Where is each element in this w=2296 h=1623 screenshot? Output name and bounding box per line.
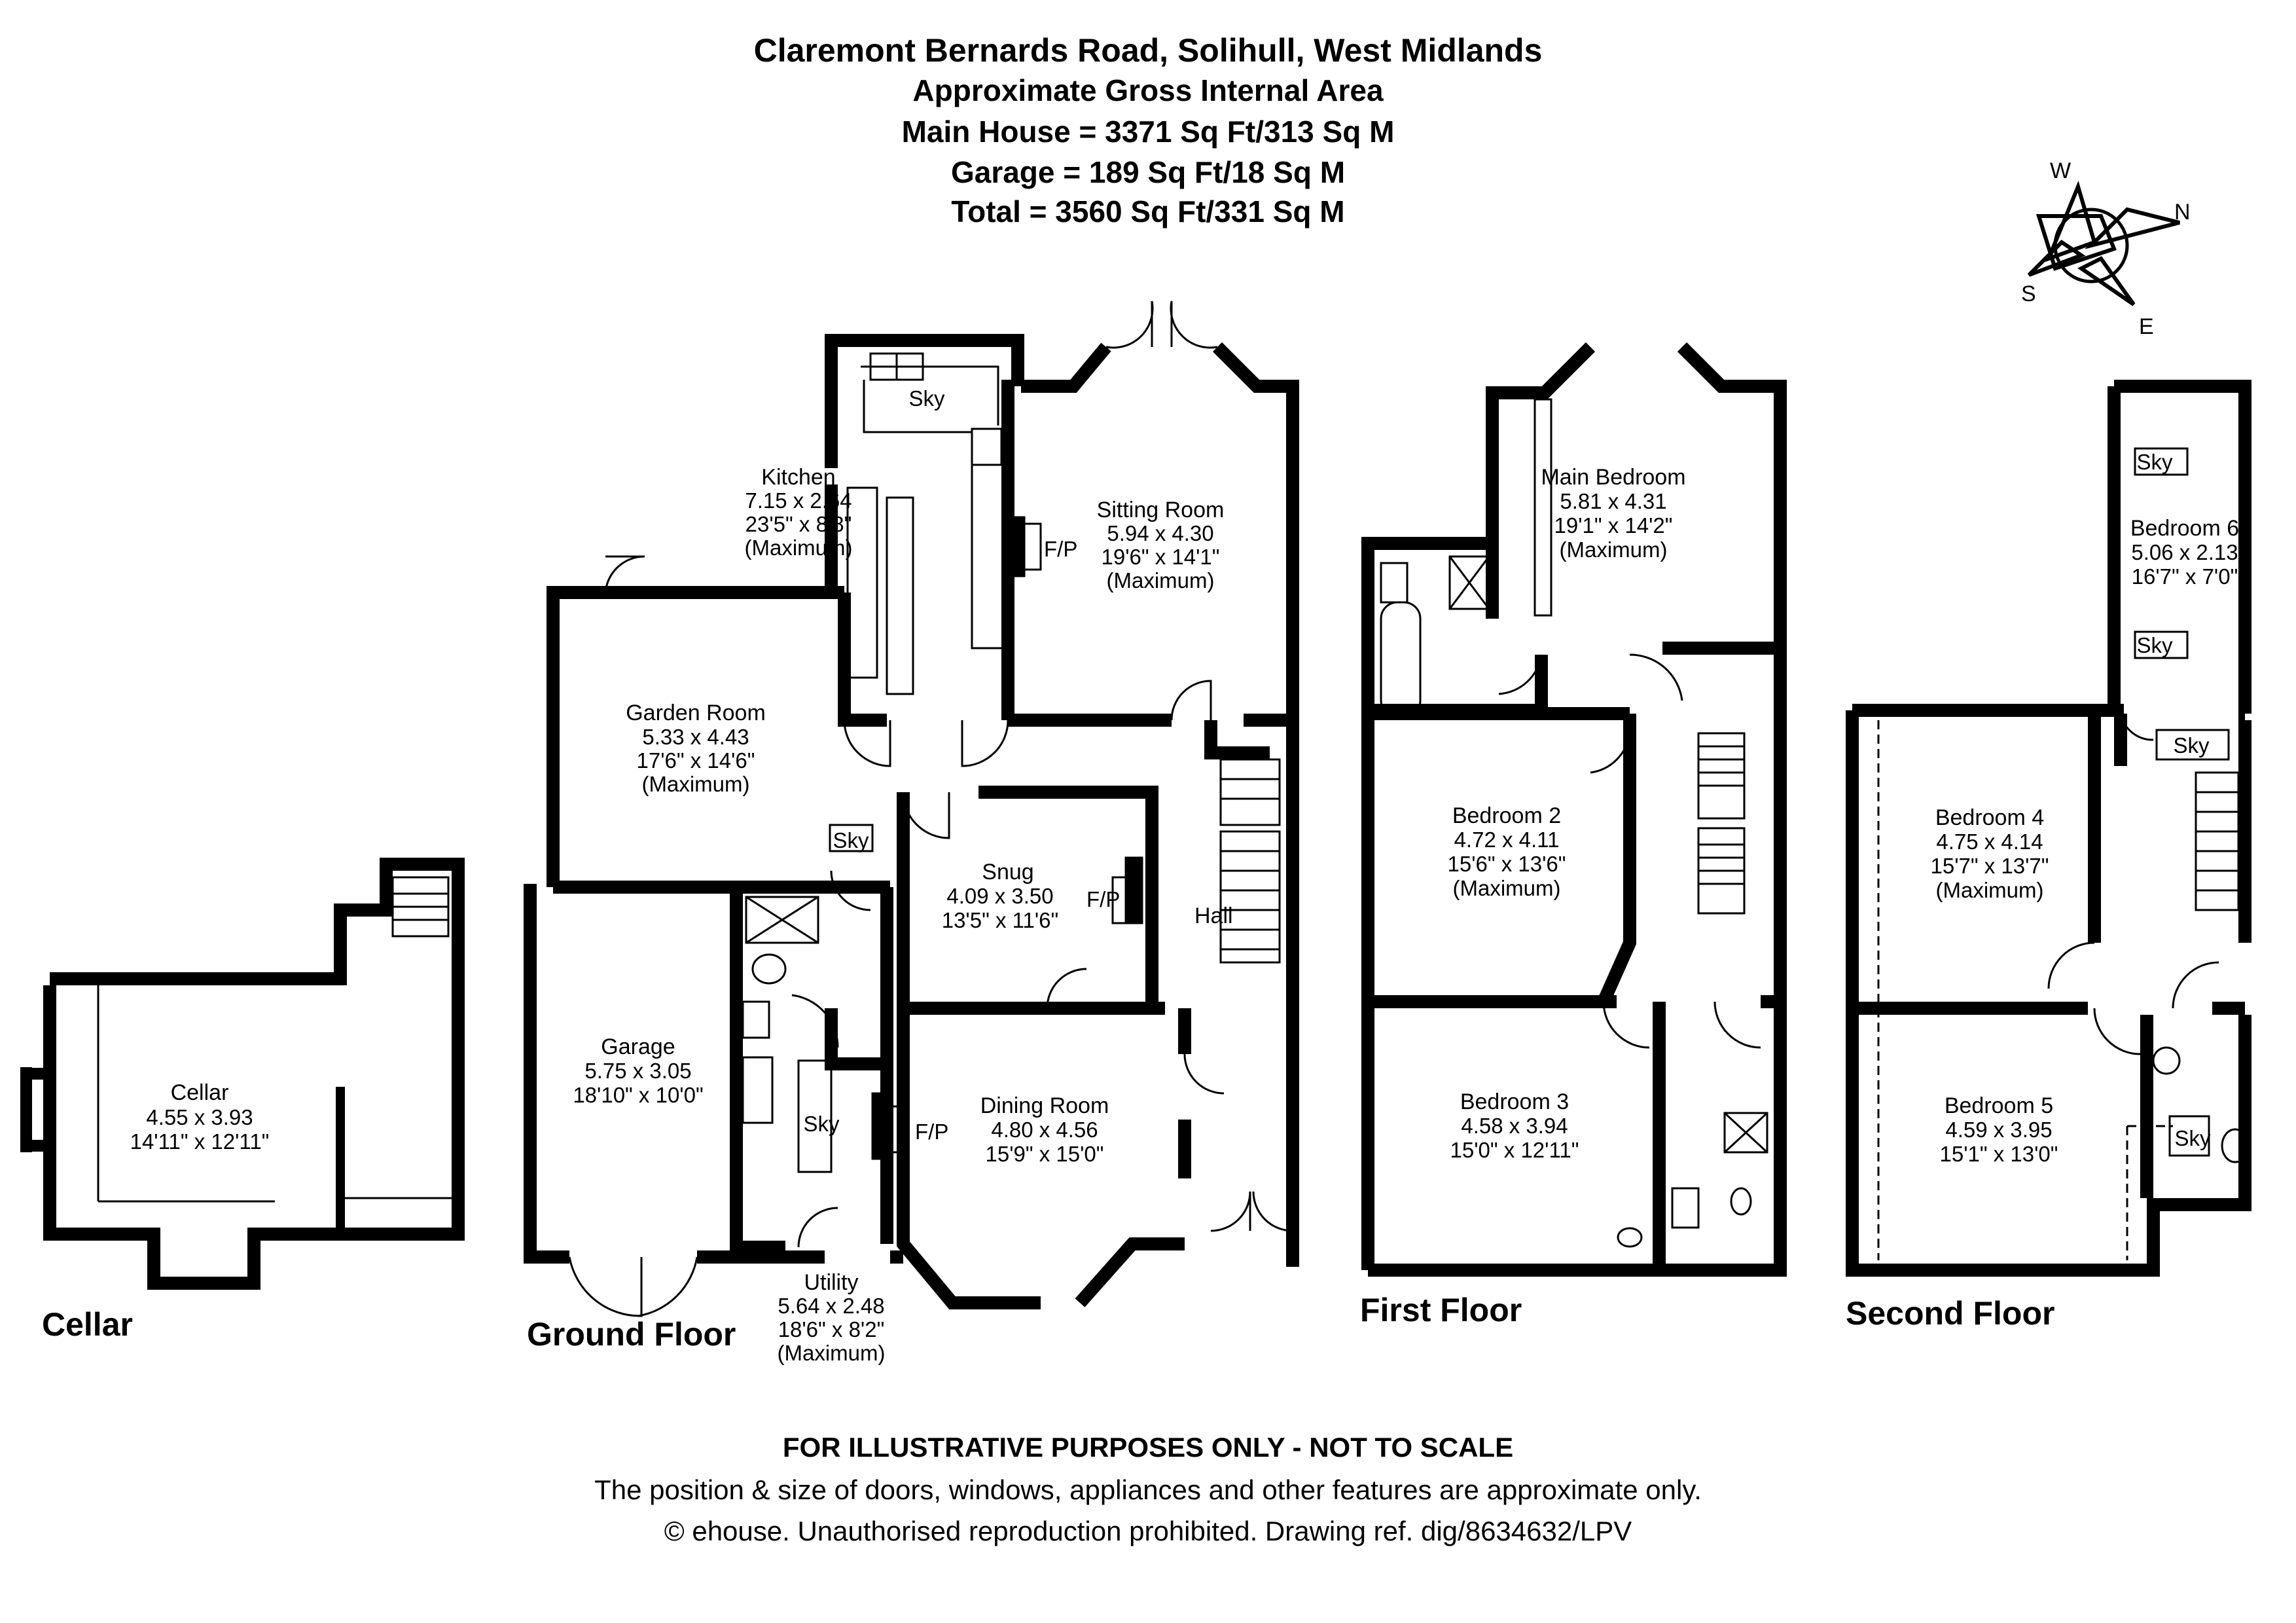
bedroom-6-sky-bottom: Sky (2136, 633, 2173, 657)
bedroom-2-name: Bedroom 2 (1452, 803, 1561, 828)
utility-note: (Maximum) (778, 1341, 886, 1365)
sitting-room-note: (Maximum) (1107, 568, 1215, 593)
garage-area: Garage = 189 Sq Ft/18 Sq M (950, 155, 1346, 189)
bedroom-4-imperial: 15'7" x 13'7" (1931, 854, 2049, 878)
garden-room-note: (Maximum) (642, 772, 750, 796)
bedroom-6-name: Bedroom 6 (2130, 516, 2239, 541)
bedroom-4-metric: 4.75 x 4.14 (1936, 830, 2043, 854)
second-floor-plan (1846, 380, 2251, 1277)
floor-label-second: Second Floor (1846, 1295, 2054, 1332)
sitting-room-fp: F/P (1044, 537, 1077, 561)
approximation-note: The position & size of doors, windows, a… (594, 1474, 1702, 1505)
utility-metric: 5.64 x 2.48 (778, 1294, 884, 1318)
cellar-metric: 4.55 x 3.93 (146, 1105, 253, 1129)
kitchen-name: Kitchen (761, 465, 835, 490)
garden-room-sky: Sky (833, 828, 869, 852)
first-floor-plan (1361, 342, 1787, 1277)
utility-name: Utility (804, 1270, 858, 1295)
bedroom-2-metric: 4.72 x 4.11 (1454, 828, 1560, 852)
garage-imperial: 18'10" x 10'0" (573, 1083, 703, 1107)
dining-room-fp: F/P (915, 1120, 948, 1144)
area-title: Approximate Gross Internal Area (912, 73, 1384, 107)
copyright: © ehouse. Unauthorised reproduction proh… (664, 1516, 1632, 1546)
disclaimer: FOR ILLUSTRATIVE PURPOSES ONLY - NOT TO … (782, 1432, 1514, 1463)
dining-room-name: Dining Room (980, 1093, 1109, 1118)
floor-label-first: First Floor (1360, 1292, 1522, 1328)
second-floor-details (1877, 447, 2250, 1260)
landing-sky: Sky (2173, 733, 2210, 757)
bedroom-3-name: Bedroom 3 (1460, 1089, 1569, 1114)
main-bedroom-note: (Maximum) (1560, 538, 1668, 562)
main-bedroom-imperial: 19'1" x 14'2" (1554, 513, 1673, 538)
bedroom-3-metric: 4.58 x 3.94 (1461, 1114, 1568, 1138)
hall-name: Hall (1194, 903, 1233, 928)
sitting-room-imperial: 19'6" x 14'1" (1102, 545, 1220, 569)
bedroom-4-note: (Maximum) (1936, 878, 2044, 902)
bedroom-3-imperial: 15'0" x 12'11" (1450, 1138, 1579, 1162)
main-bedroom-metric: 5.81 x 4.31 (1560, 489, 1666, 513)
compass-n: N (2174, 200, 2191, 225)
address-title: Claremont Bernards Road, Solihull, West … (753, 32, 1543, 69)
main-house-area: Main House = 3371 Sq Ft/313 Sq M (901, 115, 1395, 149)
bedroom-4-name: Bedroom 4 (1935, 805, 2044, 830)
bedroom-6-sky-top: Sky (2136, 450, 2173, 474)
dining-room-metric: 4.80 x 4.56 (991, 1118, 1098, 1142)
garage-name: Garage (601, 1034, 675, 1059)
sitting-room-name: Sitting Room (1097, 498, 1225, 522)
ensuite-sky: Sky (2174, 1126, 2211, 1150)
snug-name: Snug (982, 860, 1033, 884)
dining-room-imperial: 15'9" x 15'0" (986, 1142, 1104, 1166)
utility-sky: Sky (803, 1112, 840, 1136)
compass-e: E (2139, 314, 2154, 339)
bedroom-5-metric: 4.59 x 3.95 (1945, 1118, 2052, 1142)
snug-imperial: 13'5" x 11'6" (942, 908, 1059, 932)
snug-metric: 4.09 x 3.50 (946, 884, 1053, 908)
kitchen-sky: Sky (908, 386, 945, 410)
compass-w: W (2050, 158, 2071, 183)
bedroom-6-metric: 5.06 x 2.13 (2131, 540, 2238, 564)
garden-room-name: Garden Room (626, 701, 766, 725)
cellar-imperial: 14'11" x 12'11" (130, 1129, 270, 1154)
main-bedroom-name: Main Bedroom (1541, 465, 1685, 490)
bedroom-5-imperial: 15'1" x 13'0" (1940, 1142, 2058, 1166)
ground-floor-details (568, 301, 1293, 1317)
kitchen-imperial: 23'5" x 8'8" (745, 512, 852, 536)
garage-metric: 5.75 x 3.05 (584, 1059, 691, 1083)
sitting-room-metric: 5.94 x 4.30 (1107, 521, 1213, 545)
floor-label-cellar: Cellar (42, 1306, 133, 1343)
compass-icon: W N S E (2021, 158, 2191, 339)
bedroom-2-note: (Maximum) (1453, 876, 1561, 900)
snug-fp: F/P (1086, 887, 1120, 911)
total-area: Total = 3560 Sq Ft/331 Sq M (951, 194, 1345, 228)
bedroom-2-imperial: 15'6" x 13'6" (1448, 852, 1566, 876)
bedroom-5-name: Bedroom 5 (1945, 1093, 2053, 1118)
kitchen-note: (Maximum) (745, 536, 853, 560)
compass-s: S (2021, 282, 2036, 306)
kitchen-metric: 7.15 x 2.64 (745, 488, 852, 513)
first-floor-details (1380, 398, 1768, 1248)
garden-room-imperial: 17'6" x 14'6" (637, 748, 755, 773)
floor-label-ground: Ground Floor (527, 1316, 736, 1353)
garden-room-metric: 5.33 x 4.43 (642, 725, 749, 749)
cellar-room-name: Cellar (171, 1080, 229, 1105)
bedroom-6-imperial: 16'7" x 7'0" (2132, 564, 2238, 589)
ground-floor-plan (524, 334, 1299, 1309)
utility-imperial: 18'6" x 8'2" (778, 1317, 885, 1341)
cellar-plan (20, 858, 465, 1290)
